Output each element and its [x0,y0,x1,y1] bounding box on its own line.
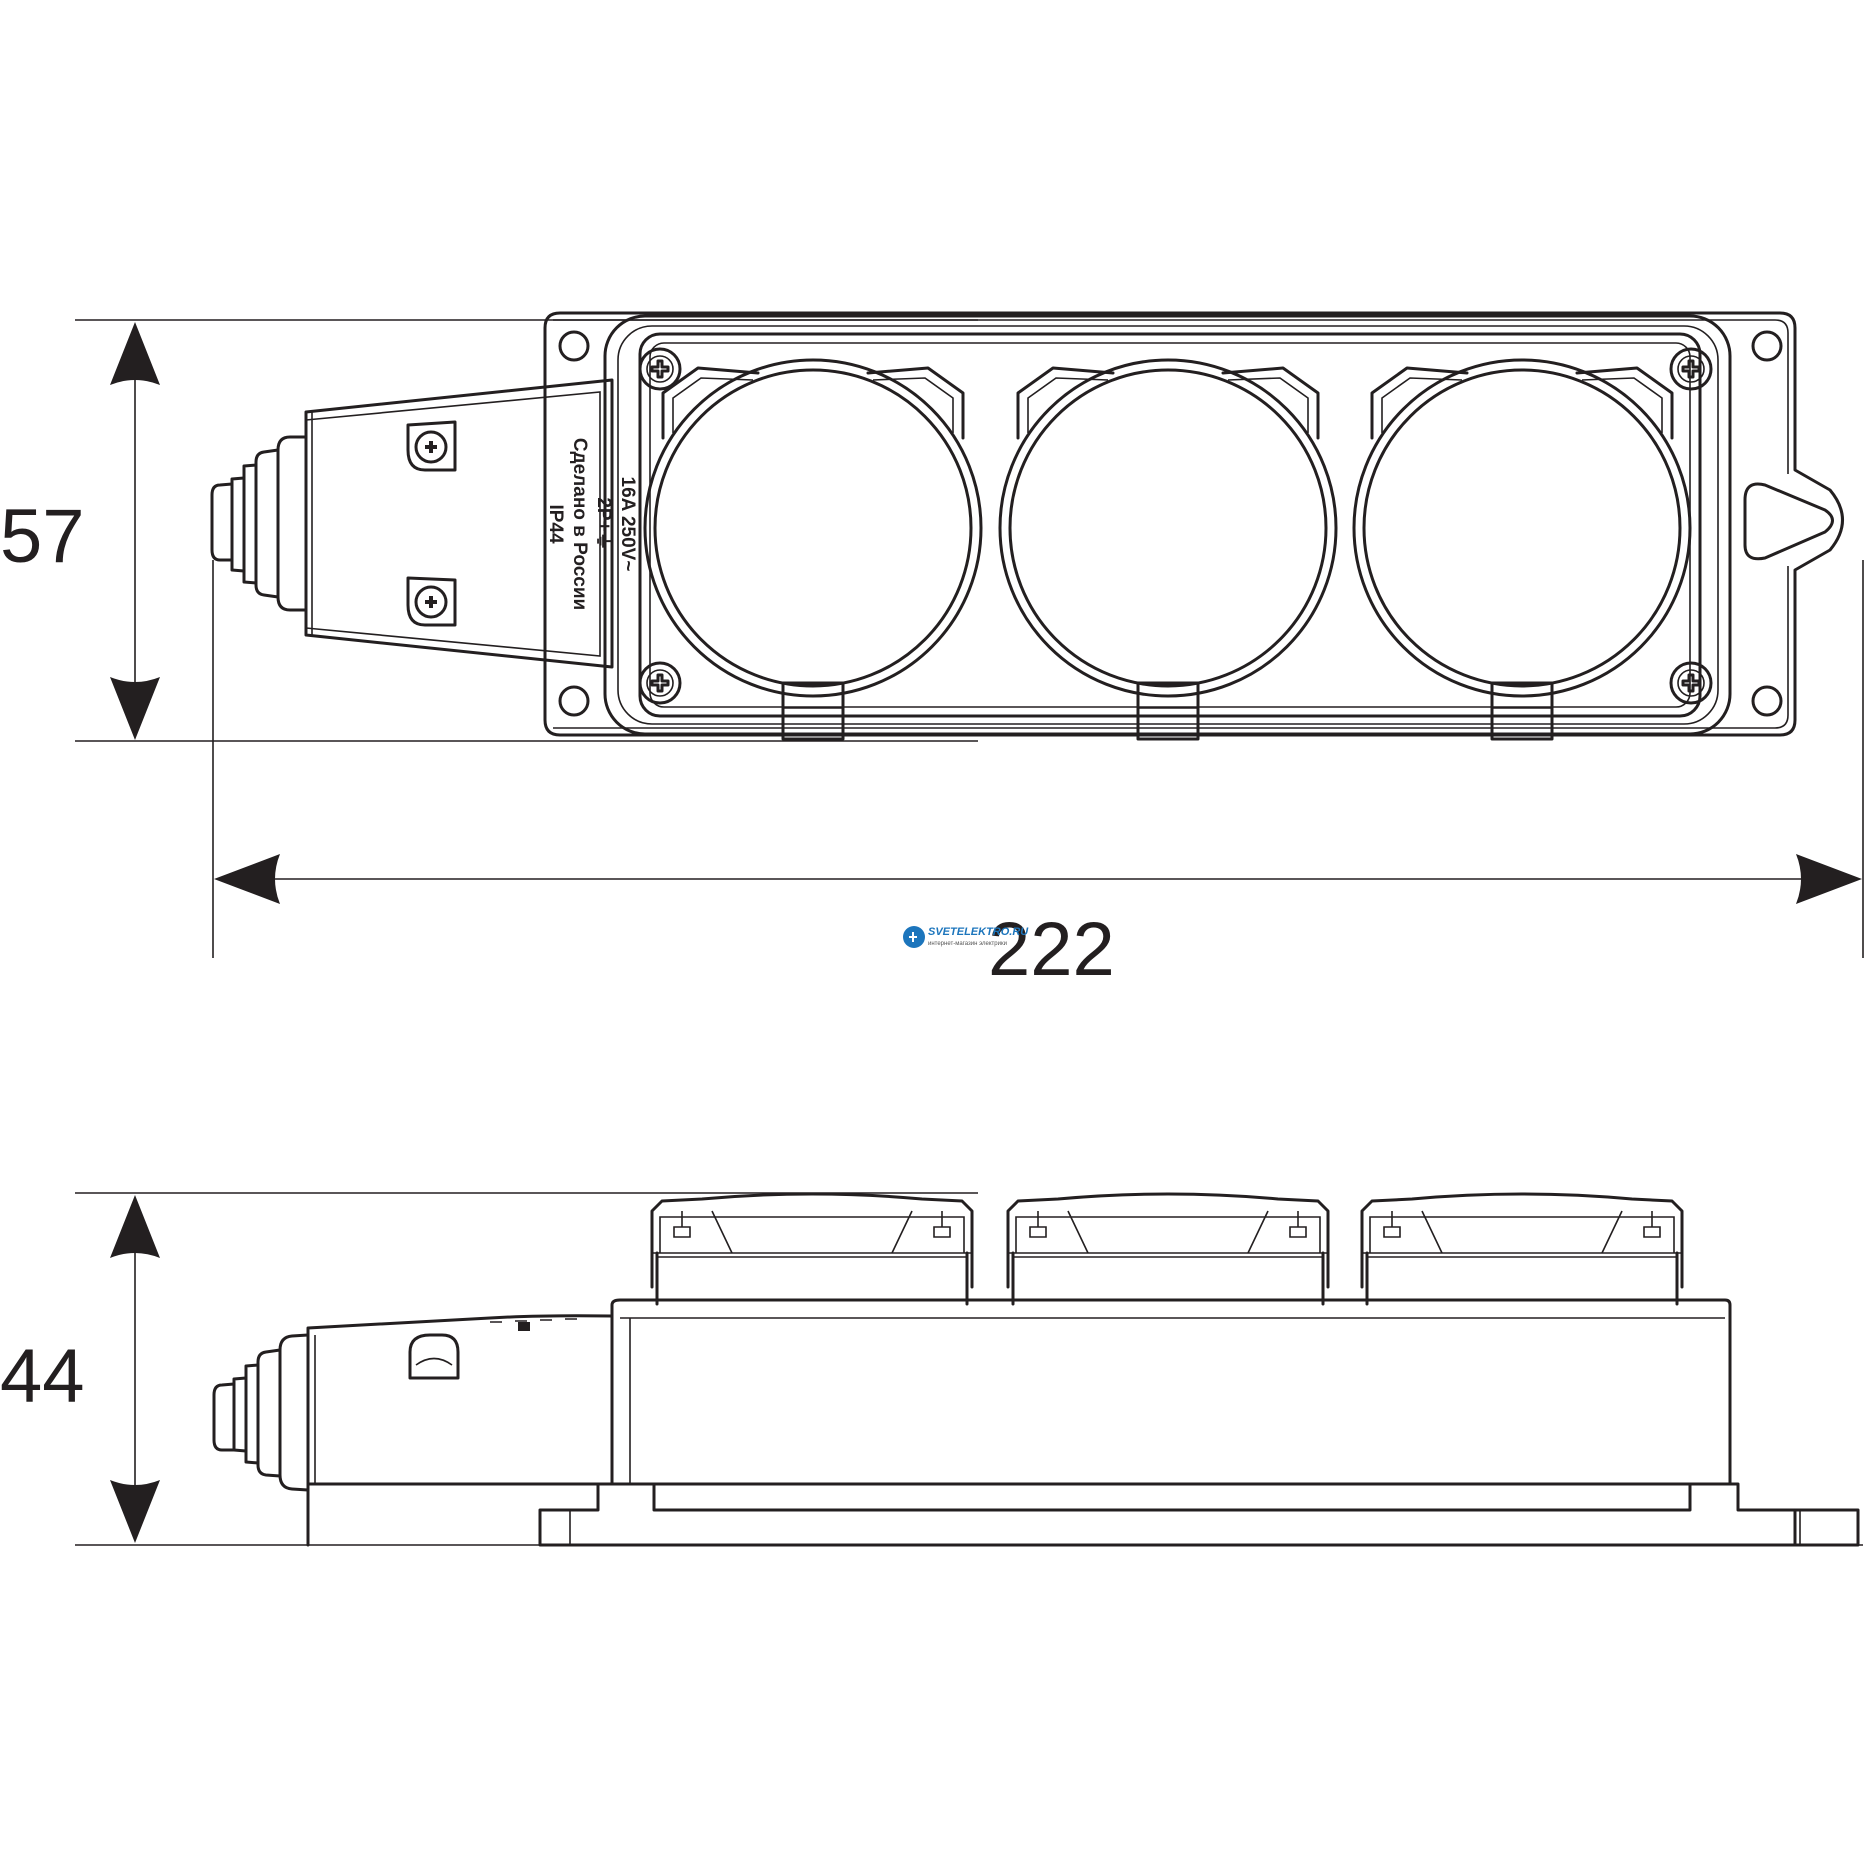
housing-outer [603,314,1732,736]
side-clamp-icon [408,1333,460,1380]
socket-lid-3 [1352,358,1692,741]
screw-icon [638,661,682,705]
screw-icon [1669,661,1713,705]
side-cable-entry [306,1314,614,1547]
watermark-logo: SVETELEKTRO.RU интернет-магазин электрик… [903,926,1029,948]
dimension-arrow-height-side [110,1195,160,1543]
side-base-plate [538,1482,1797,1547]
housing-inner [638,332,1702,718]
dimension-label-57: 57 [0,494,85,579]
side-socket-lid-2 [1006,1192,1330,1306]
socket-lid-1 [643,358,983,741]
clamp-screw-icon [406,576,457,627]
side-socket-lid-3 [1360,1192,1684,1306]
cable-entry-body [304,378,614,669]
top-view: 57 222 SVETELEKTRO.RU интернет-магазин э… [0,311,1864,992]
rating-line-2: 2P+⏚ [593,497,615,550]
rating-line-1: 16A 250V~ [617,477,638,572]
side-view: 44 [0,1192,1863,1547]
screw-icon [638,347,682,391]
dimension-arrow-length [214,854,1862,904]
watermark-name: SVETELEKTRO.RU [928,926,1029,938]
side-housing [610,1298,1732,1486]
dimension-arrow-height-top [110,322,160,740]
dimension-label-222: 222 [988,907,1115,992]
side-cable-gland [212,1333,310,1492]
dimension-label-44: 44 [0,1334,85,1419]
base-plate-outline [543,311,1844,737]
rating-line-3: Сделано в России [569,438,590,610]
cable-gland [210,435,308,612]
screw-icon [1669,347,1713,391]
clamp-screw-icon [406,420,457,472]
rating-line-4: IP44 [545,504,566,544]
watermark-subtitle: интернет-магазин электрики [928,941,1007,947]
side-socket-lid-1 [650,1192,974,1306]
rating-label: 16A 250V~ 2P+⏚ Сделано в России IP44 [545,438,638,610]
socket-lid-2 [998,358,1338,741]
